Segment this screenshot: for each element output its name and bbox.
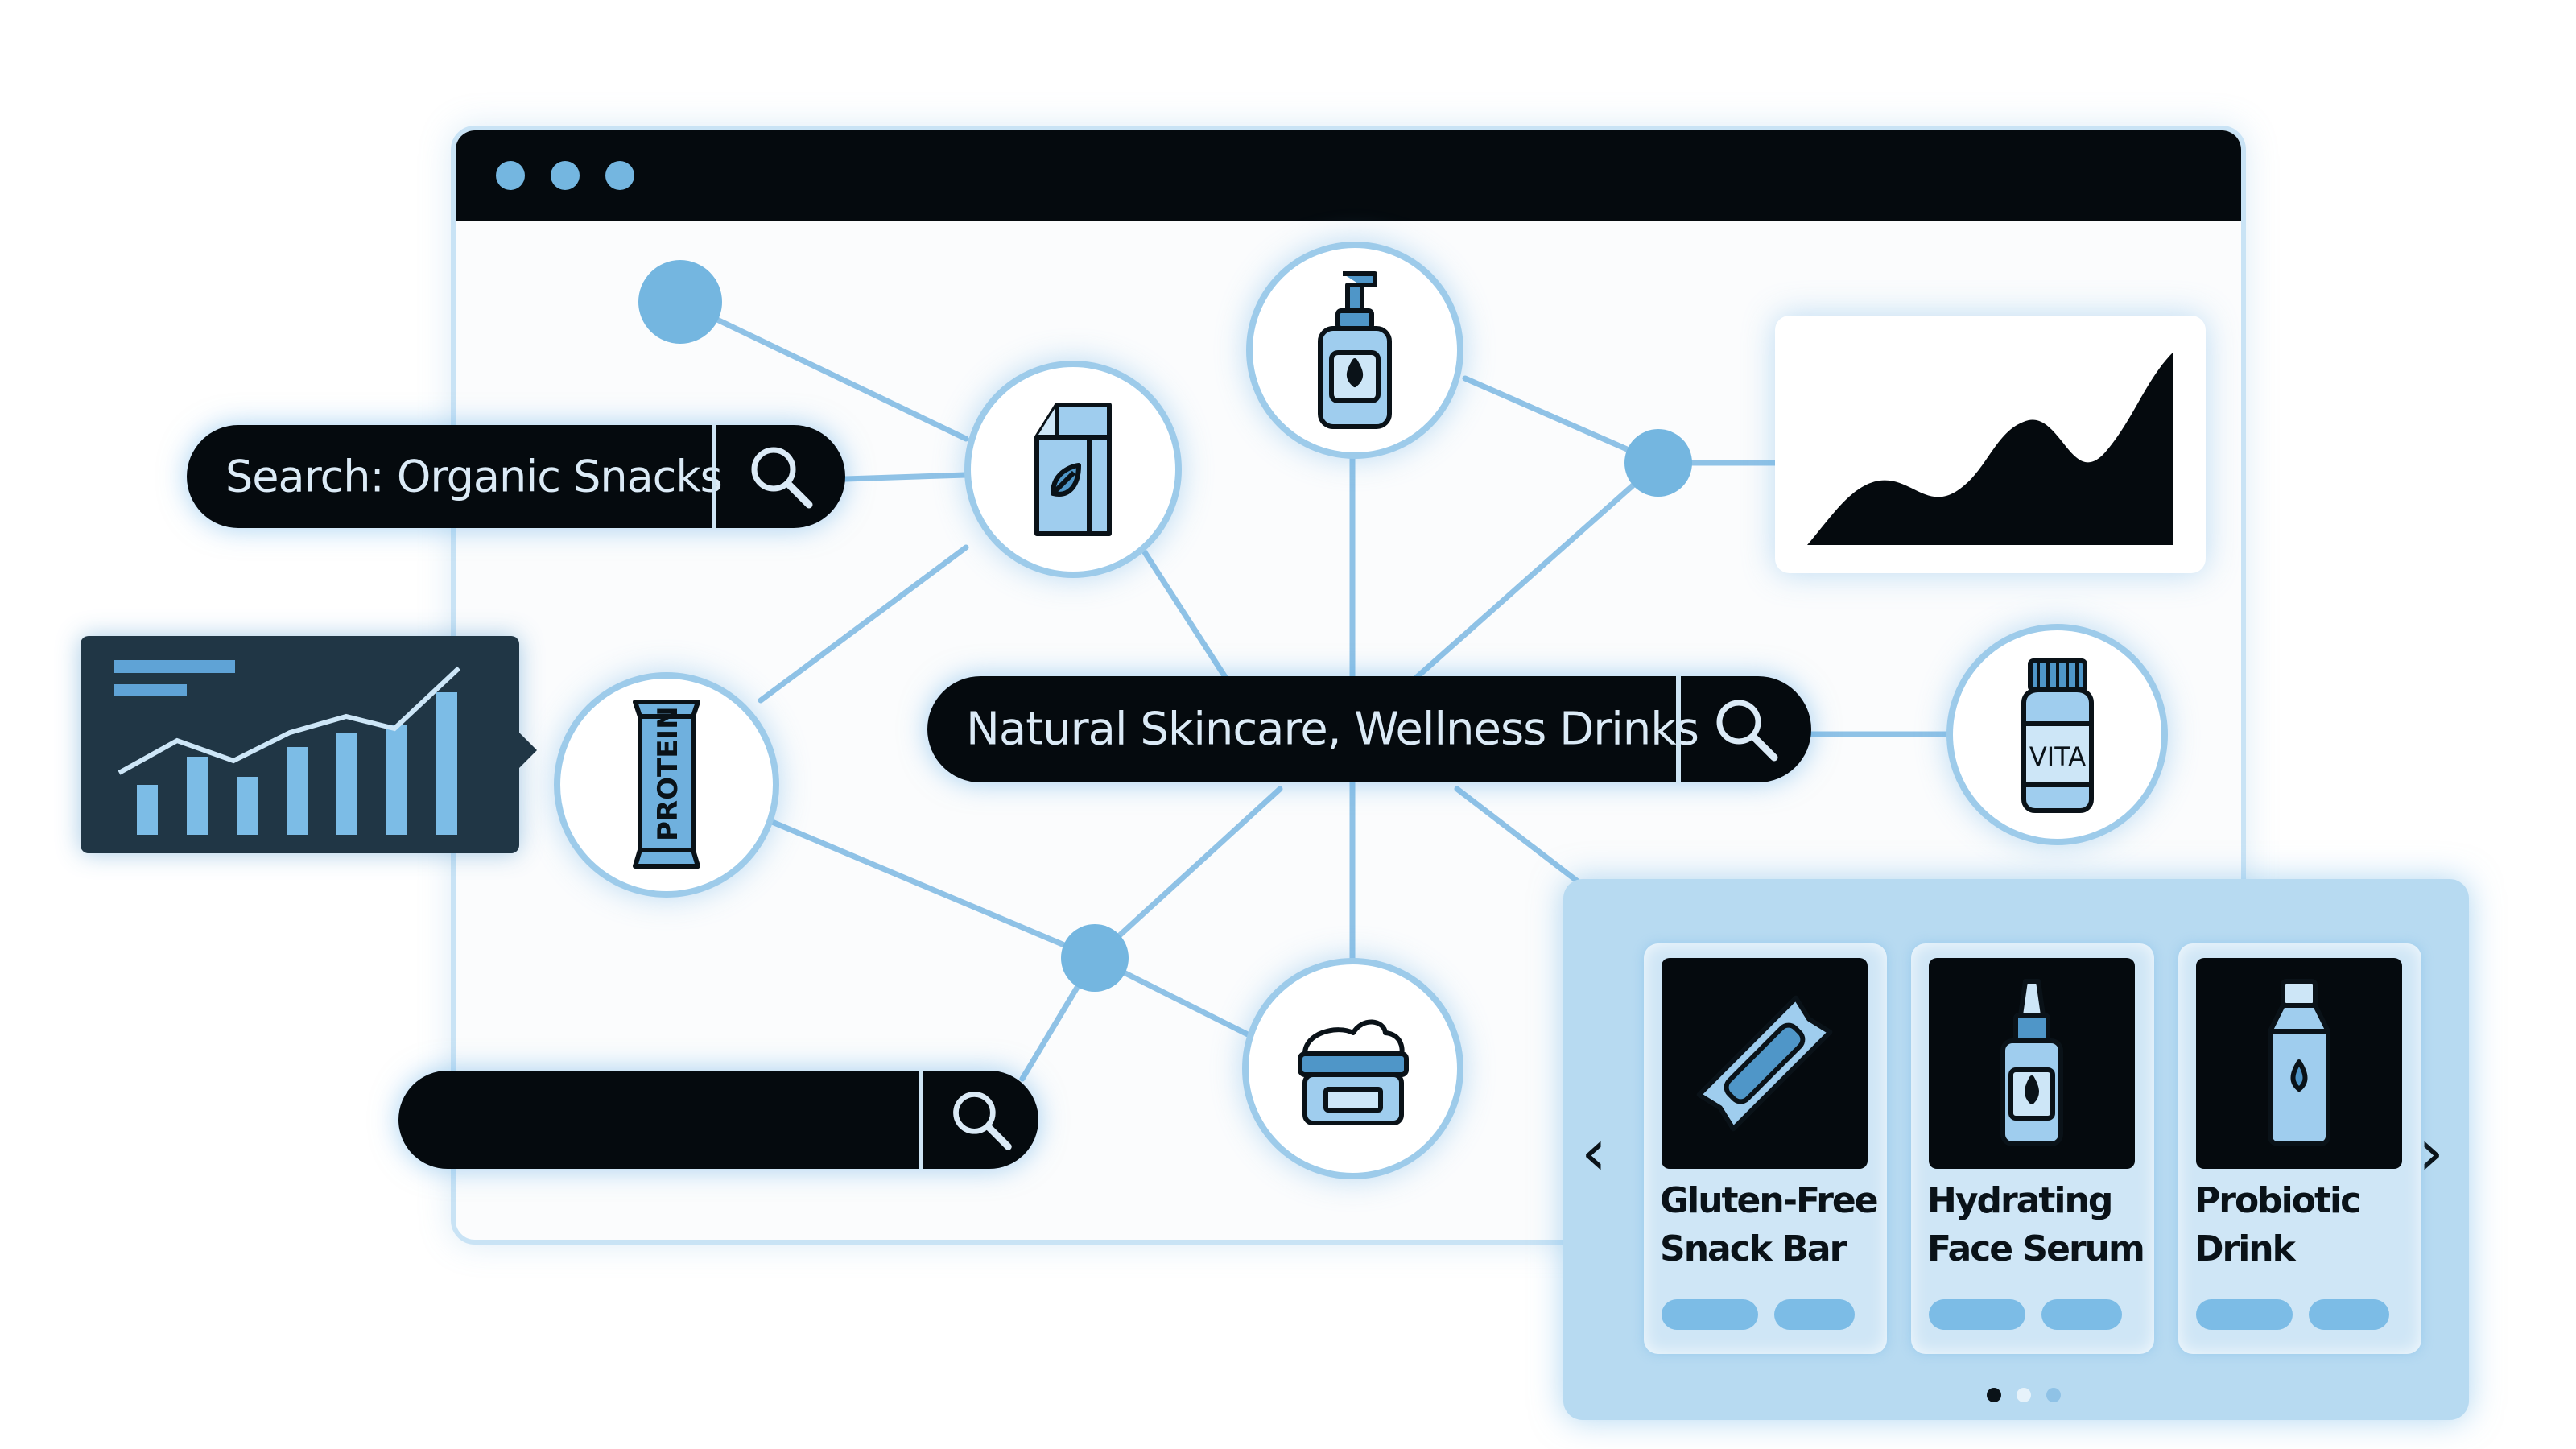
node-cream-jar[interactable] — [1242, 958, 1463, 1179]
search-bar-empty[interactable] — [398, 1071, 1038, 1169]
legend-bar — [114, 684, 187, 696]
network-node-dot[interactable] — [638, 260, 722, 344]
pump-bottle-icon — [1318, 271, 1392, 429]
search-main-button[interactable] — [1681, 676, 1811, 782]
product-action-button[interactable] — [1662, 1299, 1758, 1330]
product-action-button[interactable] — [1929, 1299, 2025, 1330]
legend-bar — [114, 660, 235, 673]
network-edge — [1454, 786, 1581, 885]
chart-trend-line — [118, 666, 461, 775]
product-action-button[interactable] — [2309, 1299, 2389, 1330]
search-main-text: Natural Skincare, Wellness Drinks — [966, 703, 1699, 756]
area-chart-shape — [1807, 352, 2174, 545]
window-dot-3[interactable] — [605, 161, 634, 190]
product-name: Probiotic Drink — [2194, 1177, 2412, 1274]
vitamin-bottle-icon: VITA — [2021, 658, 2094, 813]
cream-jar-icon — [1297, 1019, 1409, 1125]
product-action-button[interactable] — [2041, 1299, 2122, 1330]
protein-bar-icon: PROTEIN — [633, 700, 700, 869]
product-image — [2196, 958, 2402, 1169]
product-image — [1662, 958, 1868, 1169]
search-icon — [952, 1092, 1012, 1150]
search-organic-button[interactable] — [716, 425, 845, 528]
network-node-dot[interactable] — [1061, 924, 1129, 992]
dashboard-panel-pointer — [519, 733, 537, 768]
chart-bar — [436, 692, 457, 835]
chart-bar — [137, 785, 158, 835]
network-edge — [677, 299, 969, 442]
search-bar-main[interactable]: Natural Skincare, Wellness Drinks — [927, 676, 1811, 782]
network-edge — [1462, 375, 1662, 466]
network-edge — [842, 472, 969, 482]
product-name-line1: Probiotic — [2194, 1180, 2361, 1221]
chart-bar — [287, 747, 308, 835]
milk-carton-icon — [1034, 402, 1112, 536]
product-name-line1: Hydrating — [1927, 1180, 2113, 1221]
carousel-page-dot[interactable] — [2046, 1388, 2061, 1402]
product-name: Gluten-Free Snack Bar — [1660, 1177, 1879, 1274]
search-organic-text: Search: Organic Snacks — [225, 451, 723, 502]
window-dot-1[interactable] — [496, 161, 525, 190]
product-card-probiotic-drink[interactable]: Probiotic Drink — [2178, 943, 2421, 1354]
chart-bar — [237, 777, 258, 835]
node-milk-carton[interactable] — [964, 361, 1182, 578]
product-name: Hydrating Face Serum — [1927, 1177, 2145, 1274]
search-icon — [751, 447, 813, 509]
network-edge — [1406, 460, 1662, 687]
product-action-button[interactable] — [2196, 1299, 2293, 1330]
chevron-right-icon[interactable]: › — [2418, 1115, 2444, 1190]
product-card-face-serum[interactable]: Hydrating Face Serum — [1911, 943, 2154, 1354]
product-name-line2: Drink — [2194, 1228, 2296, 1269]
chart-bar — [386, 724, 407, 835]
node-vitamin-bottle[interactable]: VITA — [1946, 624, 2168, 845]
snack-bar-icon — [1696, 995, 1833, 1132]
node-pump-bottle[interactable] — [1246, 242, 1463, 459]
area-chart-card — [1775, 316, 2206, 573]
product-name-line2: Snack Bar — [1660, 1228, 1847, 1269]
protein-bar-label: PROTEIN — [652, 706, 684, 841]
search-divider — [1676, 676, 1681, 782]
chevron-left-icon[interactable]: ‹ — [1581, 1115, 1607, 1190]
search-empty-button[interactable] — [923, 1071, 1038, 1169]
product-card-snack-bar[interactable]: Gluten-Free Snack Bar — [1644, 943, 1887, 1354]
carousel-page-dot-active[interactable] — [1987, 1388, 2001, 1402]
title-bar — [456, 130, 2241, 221]
serum-bottle-icon — [2000, 979, 2063, 1146]
area-chart-graphic — [1807, 352, 2174, 545]
drink-bottle-icon — [2268, 979, 2330, 1146]
product-carousel: ‹ › Gluten-Free Snack Bar — [1563, 879, 2469, 1420]
network-edge — [758, 814, 1098, 961]
product-name-line2: Face Serum — [1927, 1228, 2145, 1269]
carousel-page-dot[interactable] — [2017, 1388, 2031, 1402]
search-divider — [919, 1071, 923, 1169]
search-bar-organic[interactable]: Search: Organic Snacks — [187, 425, 845, 528]
bar-line-chart-graphic — [114, 660, 461, 835]
dashboard-chart-panel — [80, 636, 519, 853]
product-name-line1: Gluten-Free — [1660, 1180, 1879, 1221]
chart-bar — [187, 757, 208, 835]
node-protein-bar[interactable]: PROTEIN — [554, 672, 779, 898]
chart-bar — [336, 733, 357, 835]
search-divider — [712, 425, 716, 528]
network-node-dot[interactable] — [1624, 429, 1692, 497]
vitamin-bottle-label: VITA — [2029, 741, 2085, 772]
network-edge — [1092, 786, 1283, 961]
search-icon — [1716, 700, 1778, 762]
product-action-button[interactable] — [1774, 1299, 1855, 1330]
network-edge — [758, 544, 969, 704]
product-image — [1929, 958, 2135, 1169]
window-dot-2[interactable] — [551, 161, 580, 190]
